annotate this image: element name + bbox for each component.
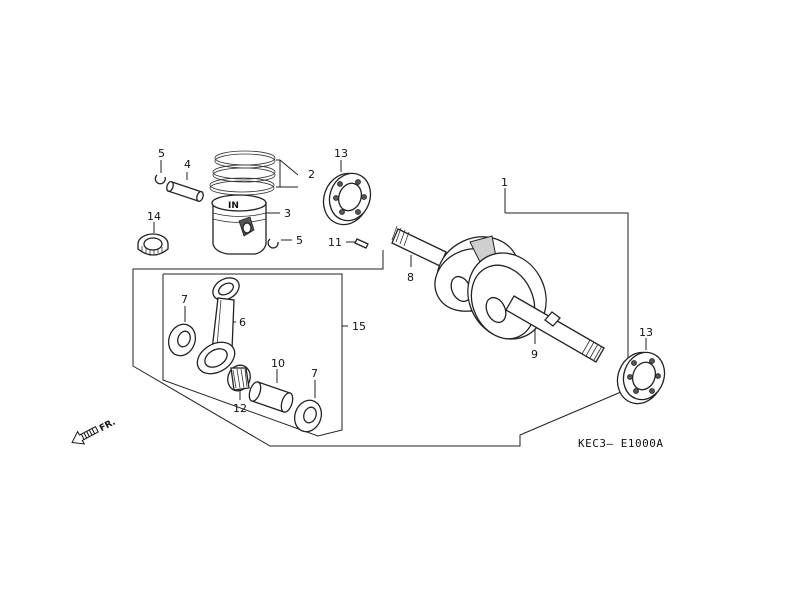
thrust-washer-left bbox=[167, 323, 197, 357]
crank-bearing-upper bbox=[322, 172, 372, 226]
callout-7-left: 7 bbox=[181, 293, 188, 306]
front-label: FR. bbox=[98, 417, 117, 434]
small-end-needle-bearing bbox=[137, 233, 169, 256]
diagram-code: KEC3— E1000A bbox=[578, 437, 663, 450]
callout-labels: 1 2 3 4 5 5 6 7 7 8 9 10 11 12 13 13 14 … bbox=[147, 147, 653, 415]
woodruff-key bbox=[354, 238, 369, 249]
callout-3: 3 bbox=[284, 207, 291, 220]
front-direction-arrow: FR. bbox=[71, 417, 117, 445]
callout-15: 15 bbox=[352, 320, 366, 333]
piston-pin bbox=[166, 181, 204, 202]
crank-bearing-lower bbox=[616, 351, 666, 405]
callout-2: 2 bbox=[308, 168, 315, 181]
callout-13-upper: 13 bbox=[334, 147, 348, 160]
callout-14: 14 bbox=[147, 210, 161, 223]
callout-11: 11 bbox=[328, 236, 342, 249]
assembly-boundary-lines bbox=[132, 212, 629, 447]
callout-1: 1 bbox=[501, 176, 508, 189]
callout-8: 8 bbox=[407, 271, 414, 284]
callout-12: 12 bbox=[233, 402, 247, 415]
svg-text:IN: IN bbox=[228, 201, 239, 211]
callout-6: 6 bbox=[239, 316, 246, 329]
piston: IN bbox=[211, 194, 267, 255]
piston-rings bbox=[209, 150, 276, 196]
big-end-needle-bearing bbox=[227, 364, 251, 392]
callout-4: 4 bbox=[184, 158, 191, 171]
crank-pin bbox=[248, 381, 294, 413]
callout-5-upper: 5 bbox=[158, 147, 165, 160]
connecting-rod bbox=[196, 277, 240, 375]
callout-5-lower: 5 bbox=[296, 234, 303, 247]
thrust-washer-right bbox=[293, 399, 323, 433]
callout-9: 9 bbox=[531, 348, 538, 361]
piston-pin-clip-upper bbox=[154, 174, 166, 185]
callout-10: 10 bbox=[271, 357, 285, 370]
leader-lines bbox=[153, 159, 647, 400]
callout-7-right: 7 bbox=[311, 367, 318, 380]
crankshaft bbox=[391, 225, 605, 363]
callout-13-lower: 13 bbox=[639, 326, 653, 339]
piston-pin-clip-lower bbox=[267, 238, 279, 249]
